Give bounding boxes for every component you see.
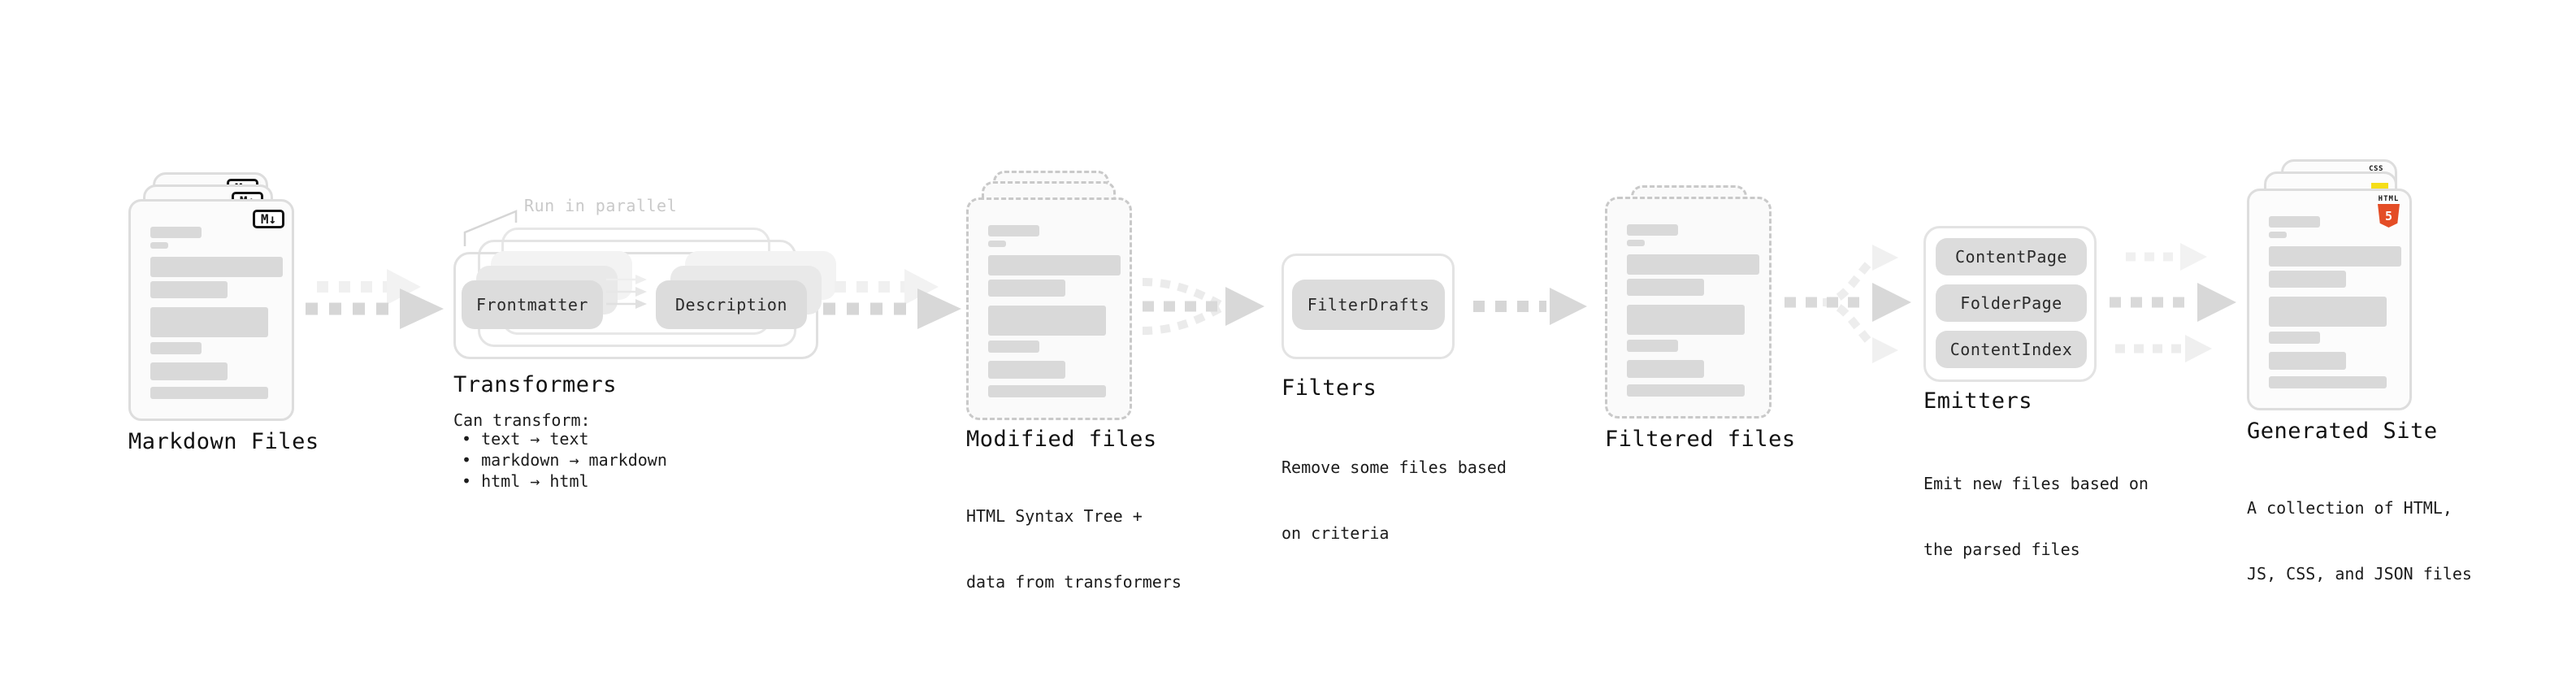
description-line: HTML Syntax Tree +	[966, 506, 1143, 526]
bullet-item: • html → html	[462, 471, 589, 491]
skeleton-text-bar	[150, 281, 228, 298]
skeleton-text-bar	[988, 385, 1106, 397]
arrow-markdown-to-transformers	[306, 269, 444, 329]
generated-site-description: A collection of HTML, JS, CSS, and JSON …	[2247, 453, 2472, 629]
transformer-pill-frontmatter: Frontmatter	[462, 280, 603, 329]
stage-label-emitters: Emitters	[1923, 388, 2033, 414]
skeleton-text-bar	[2269, 297, 2387, 327]
markdown-file-card-front: M↓	[128, 199, 294, 421]
skeleton-text-bar	[150, 387, 268, 399]
description-line: on criteria	[1281, 523, 1390, 543]
skeleton-text-bar	[988, 241, 1006, 247]
skeleton-text-bar	[2269, 216, 2320, 228]
skeleton-text-bar	[2269, 246, 2401, 267]
skeleton-text-bar	[988, 225, 1039, 236]
emitter-pill-contentindex: ContentIndex	[1936, 331, 2087, 368]
stage-label-filtered-files: Filtered files	[1605, 427, 1796, 452]
modified-file-card	[966, 197, 1132, 420]
transformers-subheading: Can transform:	[453, 410, 591, 430]
skeleton-text-bar	[2269, 232, 2287, 238]
modified-files-description: HTML Syntax Tree + data from transformer…	[966, 462, 1182, 637]
run-in-parallel-annotation: Run in parallel	[524, 196, 678, 215]
run-in-parallel-callout-line	[463, 210, 518, 246]
transformer-pill-description: Description	[656, 280, 807, 329]
description-line: JS, CSS, and JSON files	[2247, 564, 2472, 583]
description-line: data from transformers	[966, 572, 1182, 592]
arrow-modified-to-filters	[1142, 278, 1264, 335]
css-label: CSS	[2369, 165, 2383, 173]
skeleton-text-bar	[988, 255, 1121, 275]
filters-description: Remove some files based on criteria	[1281, 413, 1507, 588]
description-line: A collection of HTML,	[2247, 498, 2452, 518]
filtered-file-card	[1605, 197, 1772, 419]
filter-pill-filterdrafts: FilterDrafts	[1292, 280, 1445, 330]
skeleton-text-bar	[1627, 240, 1645, 246]
emitter-pill-folderpage: FolderPage	[1936, 284, 2087, 322]
bullet-item: • text → text	[462, 429, 589, 449]
skeleton-text-bar	[1627, 360, 1704, 378]
html5-logo: HTML 5	[2378, 195, 2400, 228]
description-line: Remove some files based	[1281, 458, 1507, 477]
arrow-emitters-to-site	[2110, 243, 2236, 362]
skeleton-text-bar	[150, 227, 202, 238]
skeleton-text-bar	[150, 257, 283, 277]
emitters-description: Emit new files based on the parsed files	[1923, 429, 2149, 605]
skeleton-text-bar	[150, 362, 228, 380]
html5-shield-icon: 5	[2378, 204, 2400, 228]
skeleton-text-bar	[1627, 384, 1745, 397]
transformers-bullet-list: • text → text • markdown → markdown • ht…	[462, 428, 667, 492]
skeleton-text-bar	[2269, 376, 2387, 388]
emitter-pill-contentpage: ContentPage	[1936, 238, 2087, 275]
parallel-arrows-icon	[606, 275, 647, 309]
skeleton-text-bar	[150, 307, 268, 337]
skeleton-text-bar	[988, 340, 1039, 353]
skeleton-text-bar	[1627, 305, 1745, 335]
skeleton-text-bar	[1627, 340, 1678, 352]
skeleton-text-bar	[1627, 224, 1678, 236]
js-file-badge	[2371, 183, 2388, 190]
markdown-icon: M↓	[253, 210, 284, 228]
html5-label: HTML	[2378, 195, 2400, 203]
skeleton-text-bar	[2269, 352, 2346, 370]
description-line: Emit new files based on	[1923, 474, 2149, 493]
site-file-card-html: HTML 5	[2247, 189, 2412, 410]
bullet-item: • markdown → markdown	[462, 450, 667, 470]
stage-label-filters: Filters	[1281, 375, 1377, 401]
skeleton-text-bar	[1627, 254, 1759, 275]
skeleton-text-bar	[150, 342, 202, 354]
skeleton-text-bar	[150, 242, 168, 249]
description-line: the parsed files	[1923, 540, 2080, 559]
skeleton-text-bar	[988, 280, 1065, 297]
stage-label-modified-files: Modified files	[966, 427, 1157, 452]
stage-label-markdown-files: Markdown Files	[128, 429, 319, 454]
stage-label-generated-site: Generated Site	[2247, 419, 2438, 444]
skeleton-text-bar	[988, 361, 1065, 379]
arrow-filters-to-filtered	[1473, 288, 1587, 325]
skeleton-text-bar	[2269, 332, 2320, 344]
arrow-transformers-to-modified	[823, 269, 961, 329]
skeleton-text-bar	[988, 306, 1106, 336]
skeleton-text-bar	[1627, 279, 1704, 296]
arrow-filtered-to-emitters	[1785, 245, 1911, 363]
stage-label-transformers: Transformers	[453, 372, 618, 397]
skeleton-text-bar	[2269, 271, 2346, 288]
